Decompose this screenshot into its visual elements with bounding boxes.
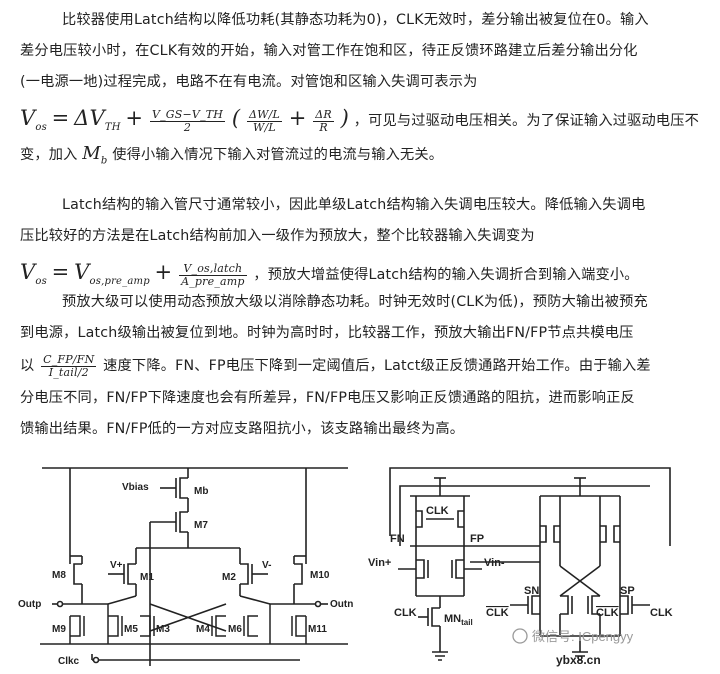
p1-line2: 差分电压较小时，在CLK有效的开始，输入对管工作在饱和区，待正反馈环路建立后差分… (20, 43, 638, 59)
label-fn: FN (390, 533, 405, 545)
p1-line5: 变，加入 Mb 使得小输入情况下输入对管流过的电流与输入无关。 (20, 143, 444, 167)
label-sp: SP (620, 585, 635, 597)
label-m9: M9 (52, 624, 66, 635)
label-m8: M8 (52, 570, 66, 581)
right-circuit: CLK FN FP Vin+ Vin- CLK MNtail SN SP CLK… (368, 467, 673, 661)
label-vplus: V+ (110, 560, 123, 571)
label-m2: M2 (222, 572, 236, 583)
paragraph-3: 预放大级可以使用动态预放大级以消除静态功耗。时钟无效时(CLK为低)，预防大输出… (20, 287, 704, 445)
p1-after-eq: ，可见与过驱动电压相关。为了保证输入过驱动电压不 (353, 113, 700, 129)
p1-line3: (一电源一地)过程完成，电路不在有电流。对管饱和区输入失调可表示为 (20, 74, 478, 90)
site-watermark: ybx8.cn (556, 653, 601, 667)
label-clkc: Clkc (58, 656, 80, 667)
p1-line1: 比较器使用Latch结构以降低功耗(其静态功耗为0)，CLK无效时，差分输出被复… (62, 12, 649, 28)
paragraph-1: 比较器使用Latch结构以降低功耗(其静态功耗为0)，CLK无效时，差分输出被复… (20, 5, 704, 177)
label-fp: FP (470, 533, 484, 545)
label-clk-bar-right: CLK (596, 607, 619, 619)
label-outp: Outp (18, 599, 41, 610)
watermark-text: 微信号: ICpengyy (532, 629, 634, 644)
label-m11: M11 (308, 624, 327, 635)
label-vin-minus: Vin- (484, 557, 505, 569)
label-mn-tail: MNtail (444, 613, 473, 627)
left-circuit: Vbias Mb M7 V+ V- M1 M2 M8 M10 Outp Outn… (18, 467, 353, 667)
label-m6: M6 (228, 624, 242, 635)
wechat-watermark: 微信号: ICpengyy ybx8.cn (512, 628, 634, 667)
label-m7: M7 (194, 520, 208, 531)
p2-after-eq: ，预放大增益使得Latch结构的输入失调折合到输入端变小。 (253, 267, 639, 283)
label-clk-right: CLK (650, 607, 673, 619)
eq-vos-pre: Vos,pre_amp (74, 260, 150, 288)
label-vbias: Vbias (122, 482, 149, 493)
p3-line2: 到电源，Latch级输出被复位到地。时钟为高时时，比较器工作，预放大输出FN/F… (20, 325, 634, 341)
eq-vos: Vos (20, 106, 47, 134)
eq-dvth: ΔVTH (74, 106, 121, 134)
label-vminus: V- (262, 560, 271, 571)
circuit-figure: Vbias Mb M7 V+ V- M1 M2 M8 M10 Outp Outn… (18, 467, 673, 667)
p3-line4: 分电压不同，FN/FP下降速度也会有所差异，FN/FP电压又影响正反馈通路的阻抗… (20, 390, 635, 406)
label-vin-plus: Vin+ (368, 557, 391, 569)
p2-line2: 压比较好的方法是在Latch结构前加入一级作为预放大，整个比较器输入失调变为 (20, 228, 535, 244)
label-m1: M1 (140, 572, 154, 583)
p3-line1: 预放大级可以使用动态预放大级以消除静态功耗。时钟无效时(CLK为低)，预防大输出… (62, 294, 648, 310)
label-sn: SN (524, 585, 539, 597)
label-m3: M3 (156, 624, 170, 635)
p2-line1: Latch结构的输入管尺寸通常较小，因此单级Latch结构输入失调电压较大。降低… (62, 197, 646, 213)
label-clk-bar-left: CLK (486, 607, 509, 619)
label-outn: Outn (330, 599, 353, 610)
label-m4: M4 (196, 624, 210, 635)
label-mb: Mb (194, 486, 208, 497)
paragraph-2: Latch结构的输入管尺寸通常较小，因此单级Latch结构输入失调电压较大。降低… (20, 190, 704, 292)
label-clk-top: CLK (426, 505, 449, 517)
label-m10: M10 (310, 570, 330, 581)
eq-mb: Mb (82, 143, 108, 167)
label-clk-tail: CLK (394, 607, 417, 619)
p3-line5: 馈输出结果。FN/FP低的一方对应支路阻抗小，该支路输出最终为高。 (20, 421, 465, 437)
wechat-icon (512, 628, 528, 644)
label-m5: M5 (124, 624, 138, 635)
